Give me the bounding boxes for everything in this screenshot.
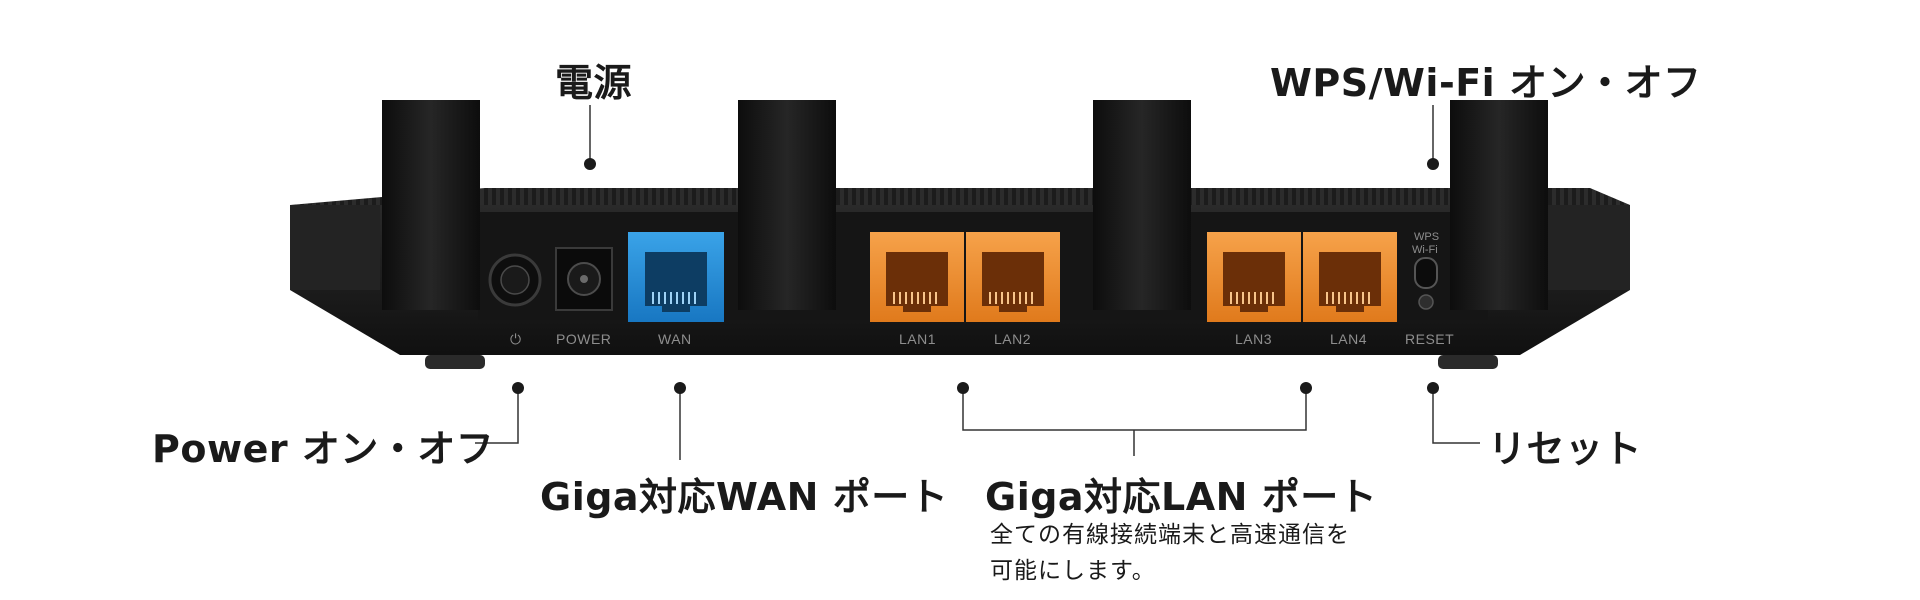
lan-note-line1: 全ての有線接続端末と高速通信を	[990, 522, 1350, 548]
lan3-port	[1207, 232, 1301, 322]
lan-note-line2: 可能にします。	[990, 558, 1156, 584]
lan2-label: LAN2	[994, 331, 1031, 347]
antenna-2	[738, 100, 836, 310]
callout-dots	[512, 158, 1439, 394]
lan-port-callout: Giga対応LAN ポート	[985, 475, 1378, 519]
wps-label: WPS	[1414, 231, 1439, 243]
lan4-label: LAN4	[1330, 331, 1367, 347]
reset-label: RESET	[1405, 331, 1454, 347]
router-right-cap	[1540, 205, 1630, 290]
reset-hole[interactable]	[1418, 294, 1434, 310]
router-top-ridge	[290, 188, 1630, 205]
lan2-port	[966, 232, 1060, 322]
wifi-label: Wi-Fi	[1412, 244, 1438, 256]
power-button-inner	[500, 265, 530, 295]
callout-lines	[475, 105, 1480, 460]
reset-callout: リセット	[1488, 427, 1643, 471]
power-symbol-label: ⏻	[510, 331, 522, 347]
wan-label: WAN	[658, 331, 692, 347]
wps-wifi-callout: WPS/Wi-Fi オン・オフ	[1270, 61, 1702, 105]
wan-port-callout: Giga対応WAN ポート	[540, 475, 949, 519]
power-onoff-callout: Power オン・オフ	[152, 427, 495, 471]
lan4-port	[1303, 232, 1397, 322]
router-left-cap	[290, 205, 380, 290]
lan1-port	[870, 232, 964, 322]
wps-wifi-button[interactable]	[1414, 257, 1438, 289]
power-jack-label: POWER	[556, 331, 611, 347]
left-foot	[425, 355, 485, 369]
antenna-3	[1093, 100, 1191, 310]
antenna-1	[382, 100, 480, 310]
lan3-label: LAN3	[1235, 331, 1272, 347]
power-source-callout: 電源	[555, 61, 633, 105]
wan-port	[628, 232, 724, 322]
right-foot	[1438, 355, 1498, 369]
antenna-4	[1450, 100, 1548, 310]
lan1-label: LAN1	[899, 331, 936, 347]
dc-jack-pin	[580, 275, 588, 283]
